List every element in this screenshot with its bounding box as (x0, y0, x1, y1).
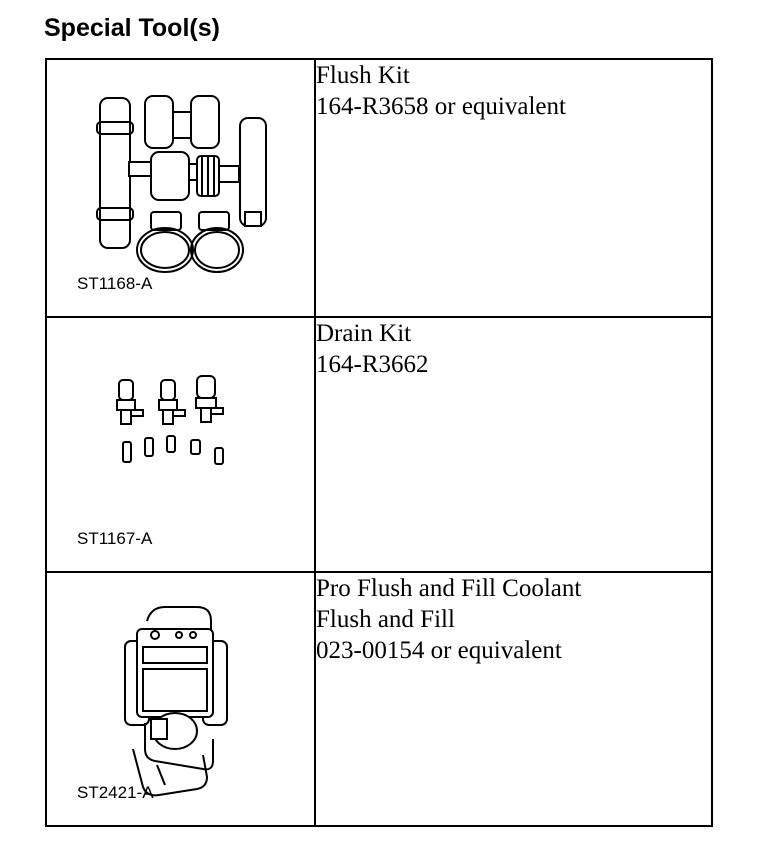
tool-part-number: 164-R3662 (316, 351, 429, 378)
tool-description-cell: Flush Kit 164-R3658 or equivalent (314, 58, 713, 318)
flush-kit-illustration (96, 95, 267, 273)
tool-row: ST1168-A Flush Kit 164-R3658 or equivale… (45, 58, 713, 318)
special-tools-table: ST1168-A Flush Kit 164-R3658 or equivale… (45, 58, 713, 827)
drain-kit-illustration (116, 375, 224, 465)
tool-name: Drain Kit (316, 320, 412, 347)
tool-code: ST2421-A (77, 783, 154, 802)
tool-row: ST2421-A Pro Flush and Fill Coolant Flus… (45, 571, 713, 827)
tool-image-cell: ST1168-A (45, 58, 316, 318)
tool-name: Flush Kit (316, 62, 410, 89)
tool-description-cell: Pro Flush and Fill Coolant Flush and Fil… (314, 571, 713, 827)
flush-fill-machine-illustration (124, 606, 228, 797)
tool-part-number: 023-00154 or equivalent (316, 637, 562, 664)
tool-image-cell: ST2421-A (45, 571, 316, 827)
tool-subtitle: Flush and Fill (316, 606, 455, 633)
tool-code: ST1167-A (77, 529, 153, 548)
tool-description-cell: Drain Kit 164-R3662 (314, 316, 713, 573)
tool-image-cell: ST1167-A (45, 316, 316, 573)
tool-row: ST1167-A Drain Kit 164-R3662 (45, 316, 713, 573)
tool-part-number: 164-R3658 or equivalent (316, 93, 566, 120)
tool-name: Pro Flush and Fill Coolant (316, 575, 582, 602)
page-title: Special Tool(s) (44, 14, 220, 42)
tool-code: ST1168-A (77, 274, 153, 293)
